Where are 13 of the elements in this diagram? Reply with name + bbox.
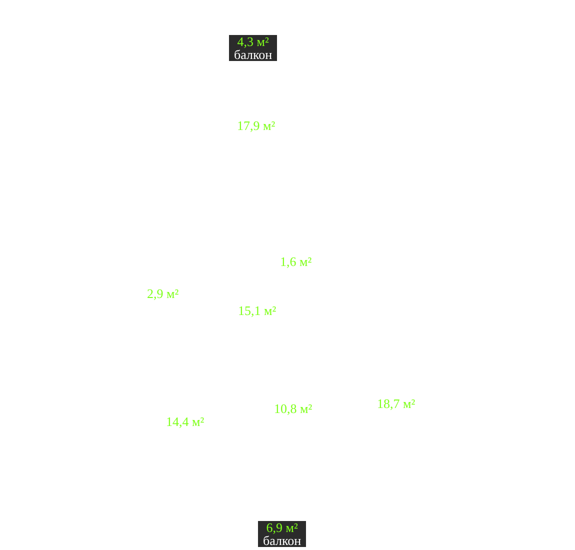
room-name: балкон — [234, 48, 272, 61]
area-label: 15,1 м² — [238, 303, 276, 319]
area-label: 17,9 м² — [237, 118, 276, 134]
balcony-label-box — [229, 35, 278, 61]
room-name: балкон — [263, 534, 302, 547]
area-label: 18,7 м² — [377, 396, 416, 412]
area-label: 2,9 м² — [147, 286, 179, 302]
area-label: 6,9 м² — [265, 521, 299, 534]
area-label: 4,3 м² — [236, 35, 270, 48]
balcony-label-box — [258, 521, 306, 547]
area-label: 14,4 м² — [166, 414, 204, 430]
area-label: 10,8 м² — [274, 401, 312, 417]
area-label: 1,6 м² — [280, 254, 312, 270]
